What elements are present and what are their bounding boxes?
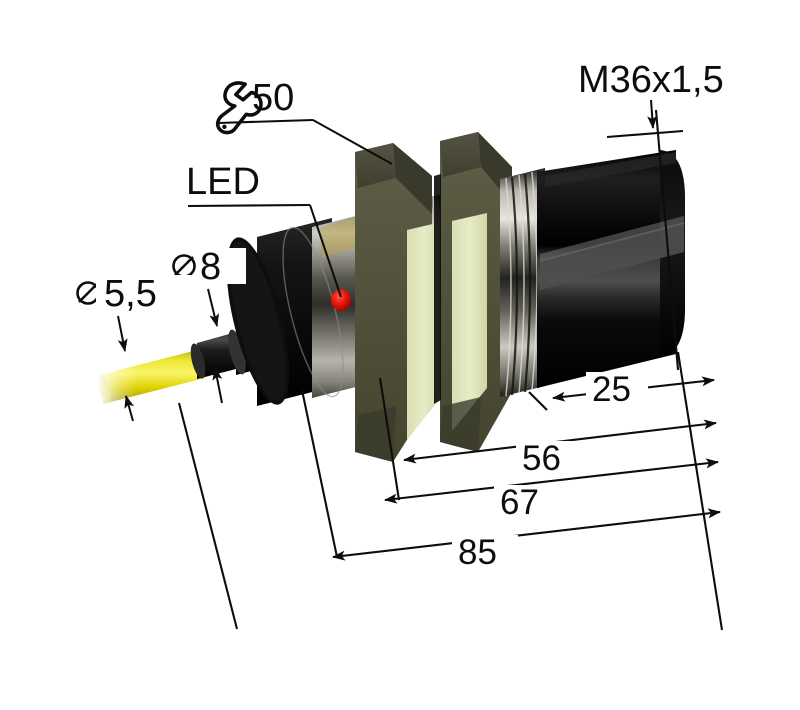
diameter-symbol-icon — [172, 254, 196, 278]
dim-line-67 — [384, 458, 719, 504]
dimension-values: 25 56 67 85 5,5 8 — [104, 246, 631, 572]
led-callout: LED — [186, 161, 342, 298]
diameter-symbol-icon — [76, 281, 100, 305]
ext-line-cap-face — [300, 389, 339, 558]
dim-value-56-top: 56 — [522, 439, 561, 478]
ext-line-cable-end — [177, 402, 239, 630]
ext-line-nut-back — [528, 391, 548, 411]
hex-nut-front — [355, 143, 441, 462]
black-sensing-barrel — [537, 150, 685, 388]
dim-line-85 — [332, 508, 721, 561]
sleeve-diameter-value-top: 8 — [200, 246, 221, 288]
dim-value-85-top: 85 — [458, 533, 497, 572]
led-label: LED — [186, 161, 260, 203]
thread-label: M36x1,5 — [578, 59, 724, 101]
wrench-callout: 50 — [215, 77, 393, 165]
thread-callout: M36x1,5 — [578, 59, 724, 371]
led-indicator — [331, 289, 351, 311]
wrench-size-label: 50 — [252, 77, 294, 119]
dim-value-25-top: 25 — [592, 370, 631, 409]
wrench-icon — [215, 81, 263, 135]
dim-value-67-top: 67 — [500, 483, 539, 522]
text-masks — [96, 248, 648, 569]
yellow-cable — [96, 340, 205, 412]
hex-nut-rear — [440, 132, 512, 452]
cable-diameter-value-top: 5,5 — [104, 273, 157, 315]
ext-line-right-end — [676, 351, 724, 631]
nut-gap — [434, 174, 441, 404]
